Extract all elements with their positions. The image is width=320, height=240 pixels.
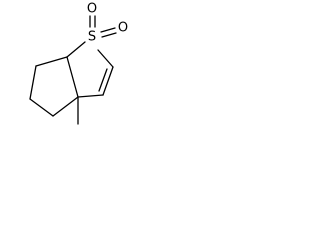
bond-c3-c3a [77, 94, 104, 98]
thiophene-ring [66, 41, 114, 98]
sulfur-atom-label: S [88, 30, 96, 45]
bond-s-o-right-a [100, 27, 116, 33]
bond-c2-c3 [102, 66, 114, 96]
canvas-background [0, 0, 146, 140]
bond-c6-c5 [29, 98, 54, 117]
molecule-structure: S O O [0, 0, 146, 140]
bond-c7-c6 [29, 65, 37, 100]
oxygen-right-atom-label: O [118, 21, 128, 36]
sulfonyl-group [89, 15, 117, 38]
cyclopentane-ring [29, 56, 79, 117]
oxygen-top-atom-label: O [87, 2, 97, 17]
bond-c7a-c7 [35, 56, 68, 67]
bond-c5-c3a [52, 96, 79, 117]
bond-s-o-right-b [101, 32, 117, 38]
bond-c7a-s [66, 41, 86, 58]
bond-c2-c3-double [98, 68, 108, 92]
bond-c3a-c7a [66, 56, 79, 98]
bond-s-c2 [97, 49, 114, 68]
